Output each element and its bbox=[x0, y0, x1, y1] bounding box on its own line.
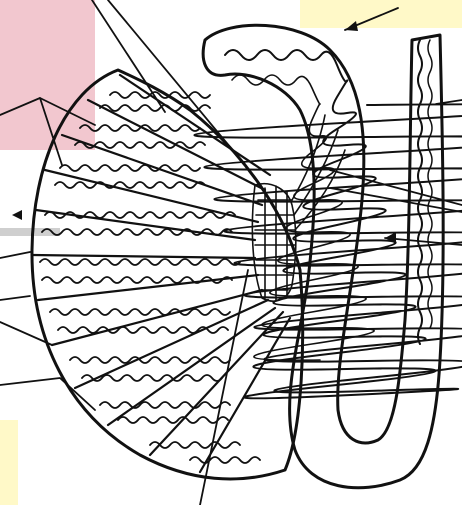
yellow-left-panel bbox=[0, 420, 18, 505]
yellow-top-strip bbox=[300, 0, 462, 28]
